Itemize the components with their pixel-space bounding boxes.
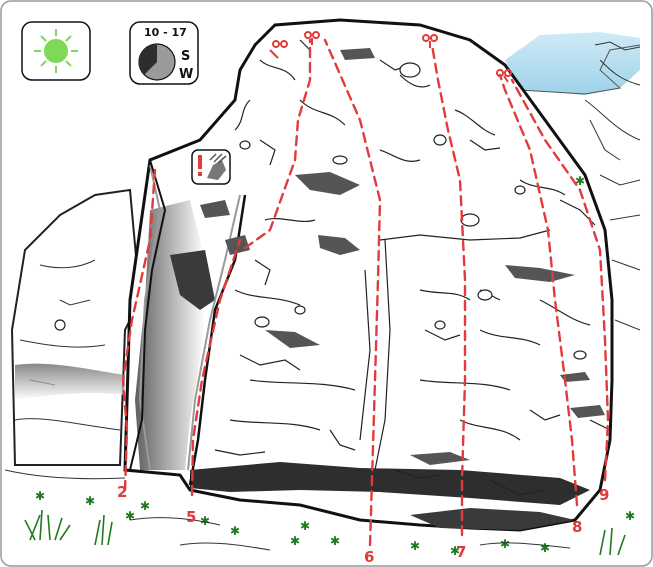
- svg-text:✱: ✱: [290, 534, 300, 548]
- svg-text:✱: ✱: [300, 519, 310, 533]
- route-label-8: 8: [572, 518, 582, 536]
- svg-text:✱: ✱: [230, 524, 240, 538]
- route-label-7: 7: [456, 543, 466, 561]
- svg-text:✱: ✱: [330, 534, 340, 548]
- route-label-5: 5: [186, 508, 196, 526]
- svg-text:✱: ✱: [540, 541, 550, 555]
- aspect-badge: 10 - 17 S W: [130, 22, 198, 84]
- svg-text:✱: ✱: [35, 489, 45, 503]
- route-label-2: 2: [117, 483, 127, 501]
- sun-hours: 10 - 17: [144, 26, 187, 39]
- svg-text:✱: ✱: [125, 509, 135, 523]
- route-label-6: 6: [364, 548, 374, 566]
- compass-south: S: [181, 49, 190, 64]
- svg-text:✱: ✱: [85, 494, 95, 508]
- svg-text:✱: ✱: [140, 499, 150, 513]
- compass-west: W: [179, 67, 193, 82]
- svg-text:✱: ✱: [410, 539, 420, 553]
- svg-text:✱: ✱: [625, 509, 635, 523]
- route-label-9: 9: [599, 486, 609, 504]
- svg-text:✱: ✱: [575, 174, 585, 188]
- svg-text:✱: ✱: [500, 537, 510, 551]
- sun-badge: [22, 22, 90, 80]
- hazard-badge: [192, 150, 230, 184]
